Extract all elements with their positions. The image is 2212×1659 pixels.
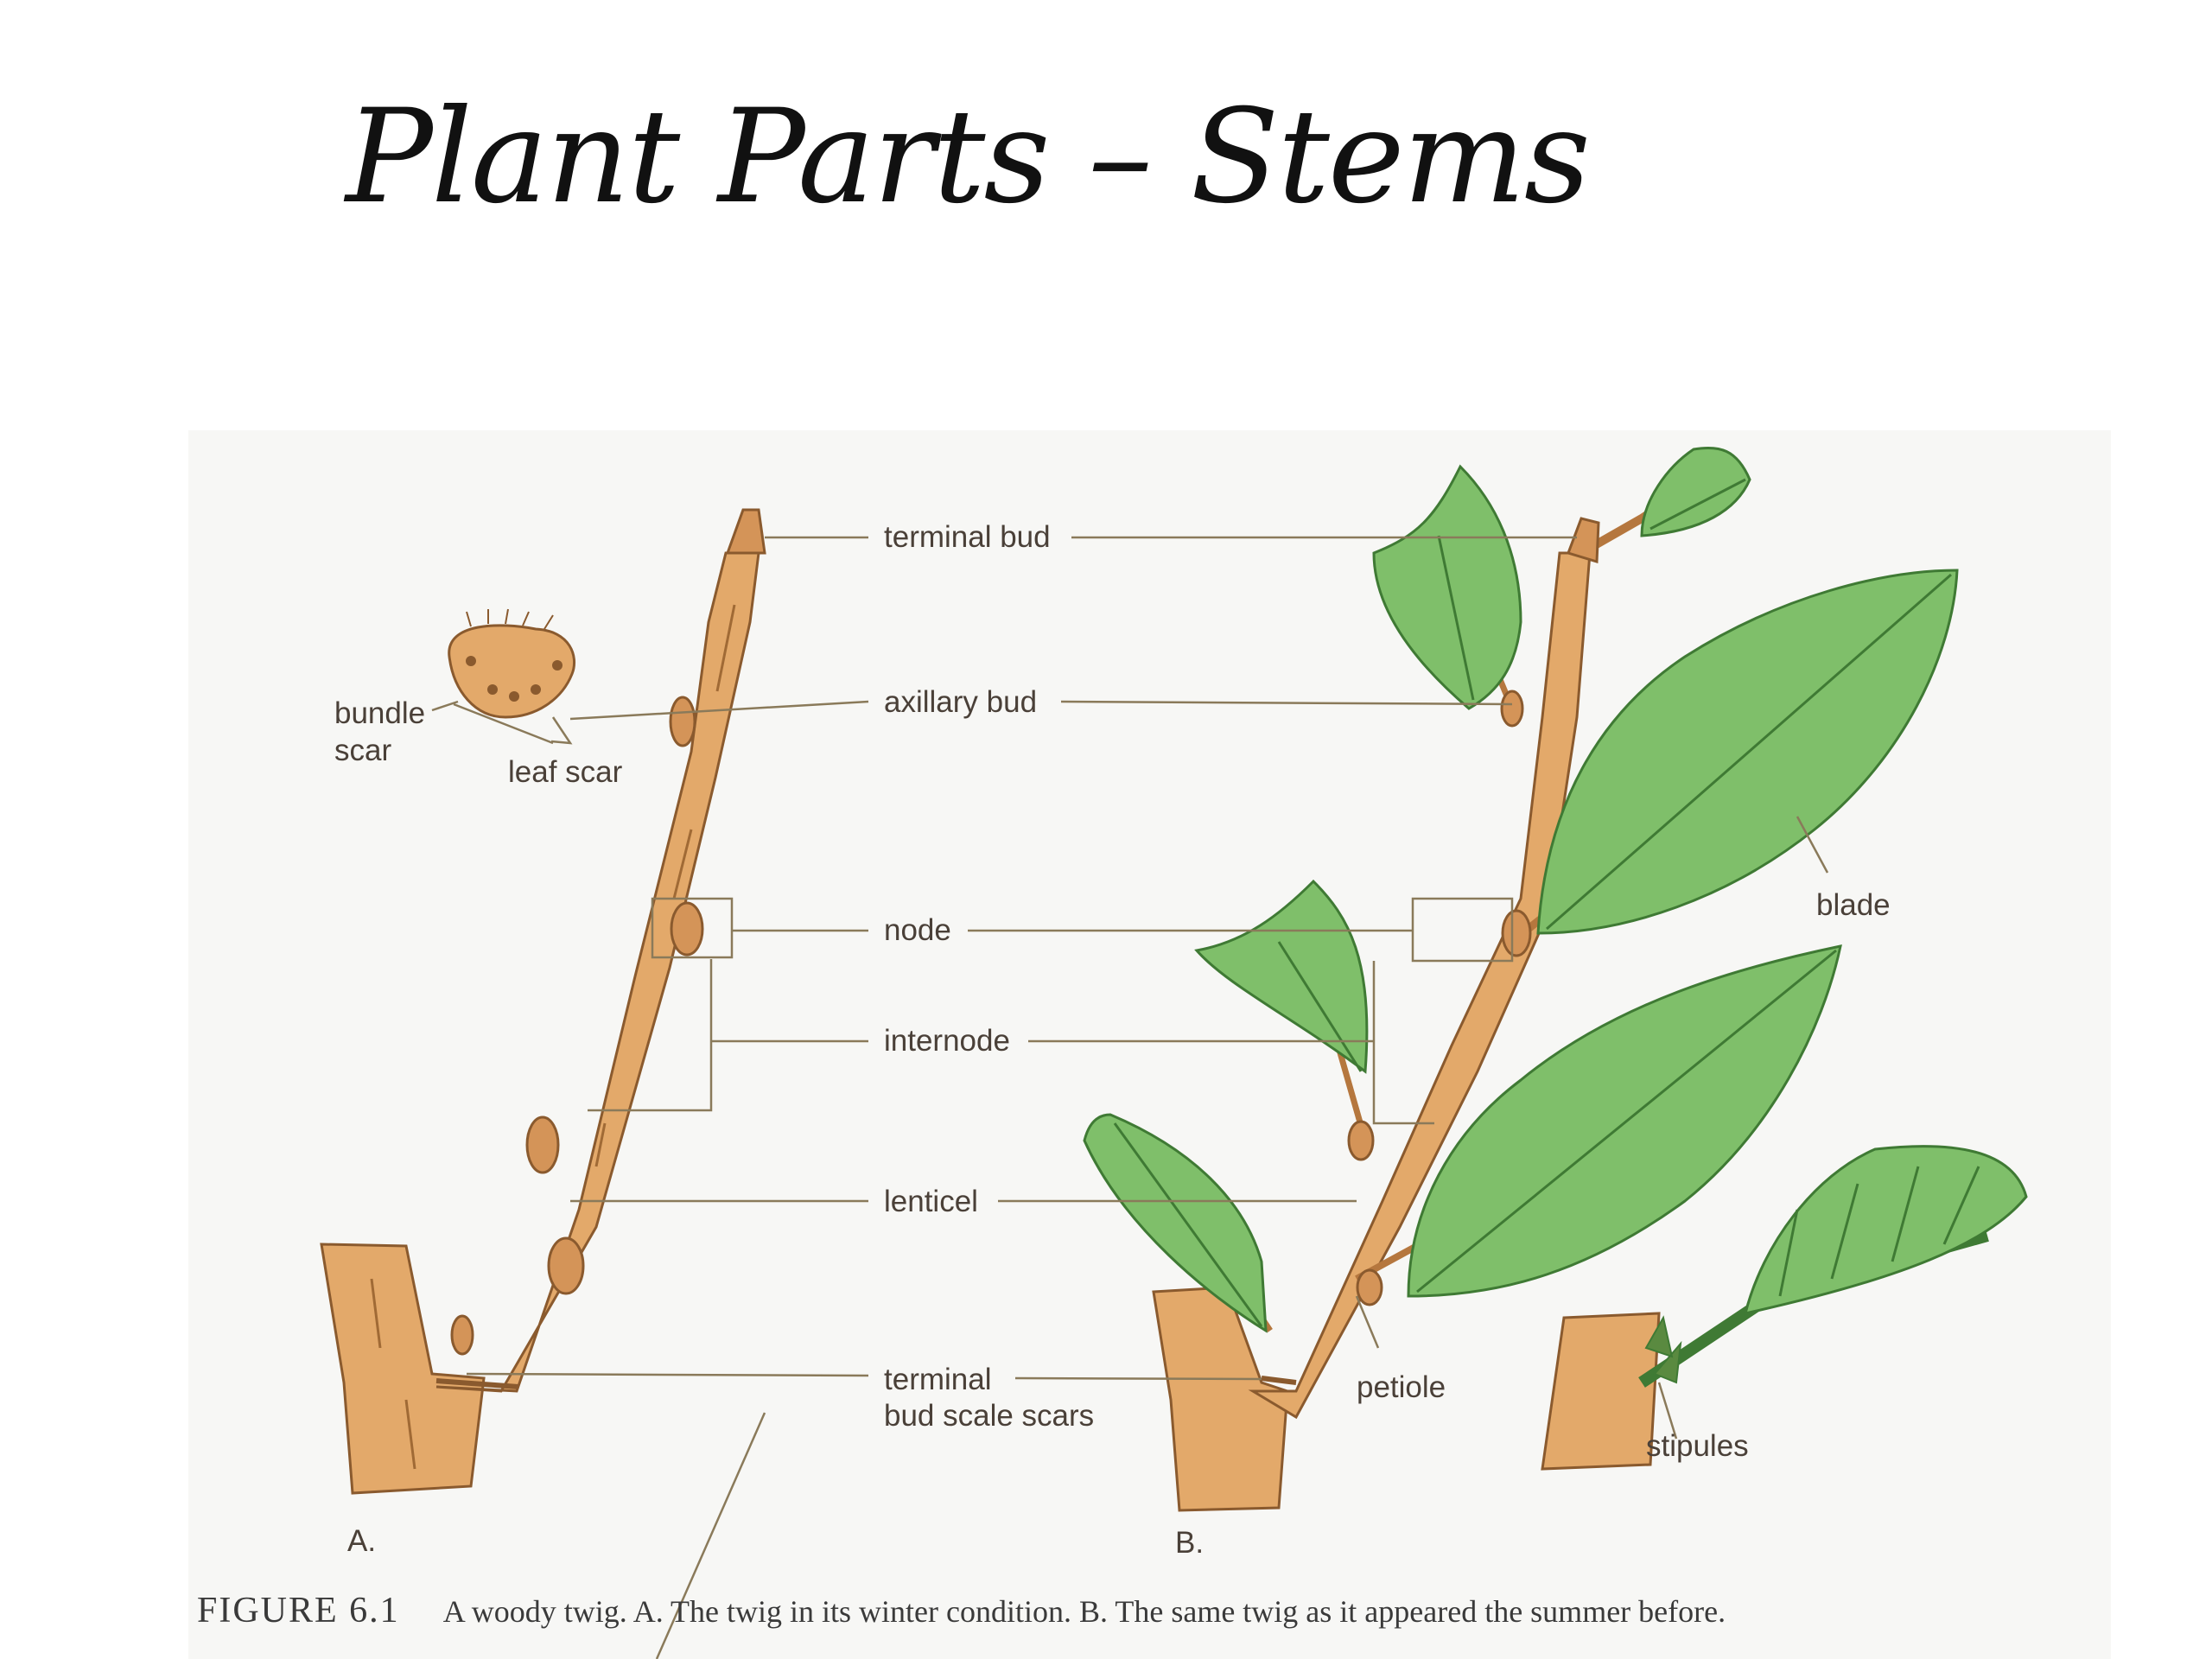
stipule-stem: [1541, 1312, 1661, 1471]
winter-terminal-bud: [725, 508, 766, 555]
leaf-lower-left: [1083, 1113, 1268, 1333]
stipule-leaf: [1743, 1145, 2028, 1315]
label-terminal-bud-scale-scars-line1: terminal: [884, 1363, 992, 1396]
figure-caption-text: A woody twig. A. The twig in its winter …: [442, 1594, 1726, 1629]
label-bundle-scar-line1: bundle: [334, 696, 426, 730]
winter-node-bud: [670, 901, 704, 957]
label-blade: blade: [1816, 888, 1891, 922]
winter-lower-bud-3: [450, 1314, 474, 1356]
figure-number: FIGURE 6.1: [197, 1591, 400, 1630]
label-stipules: stipules: [1646, 1429, 1749, 1463]
summer-terminal-bud: [1567, 517, 1600, 563]
label-leaf-scar: leaf scar: [508, 755, 623, 789]
label-node: node: [884, 913, 951, 947]
slide-title: Plant Parts – Stems: [346, 82, 1591, 232]
winter-bud-scale-scars: [435, 1378, 519, 1389]
label-internode: internode: [884, 1024, 1010, 1058]
figure-caption: FIGURE 6.1 A woody twig. A. The twig in i…: [197, 1590, 1726, 1631]
leaf-top-right: [1640, 446, 1751, 537]
label-axillary-bud: axillary bud: [884, 685, 1038, 719]
label-panel-b: B.: [1175, 1526, 1205, 1560]
leaf-scar-detail: [448, 608, 576, 719]
label-panel-a: A.: [347, 1524, 377, 1558]
winter-axillary-bud: [669, 696, 696, 747]
leaf-top-left: [1372, 464, 1522, 710]
leaf-mid-left: [1194, 879, 1369, 1074]
leaf-scar-shape: [448, 624, 576, 719]
summer-leaves: [1083, 446, 1959, 1333]
stipule-detail: [1541, 1145, 2028, 1471]
leader-lines: [431, 536, 1829, 1659]
winter-twig: [320, 508, 766, 1495]
winter-lower-bud-2: [547, 1236, 585, 1295]
label-bundle-scar-line2: scar: [334, 734, 392, 767]
label-terminal-bud-scale-scars-line2: bud scale scars: [884, 1399, 1095, 1433]
label-lenticel: lenticel: [884, 1185, 978, 1218]
label-petiole: petiole: [1357, 1370, 1446, 1404]
label-terminal-bud: terminal bud: [884, 520, 1051, 554]
winter-lower-bud-1: [525, 1116, 560, 1174]
winter-twig-stump: [320, 1243, 486, 1495]
summer-twig: [1152, 480, 1696, 1512]
